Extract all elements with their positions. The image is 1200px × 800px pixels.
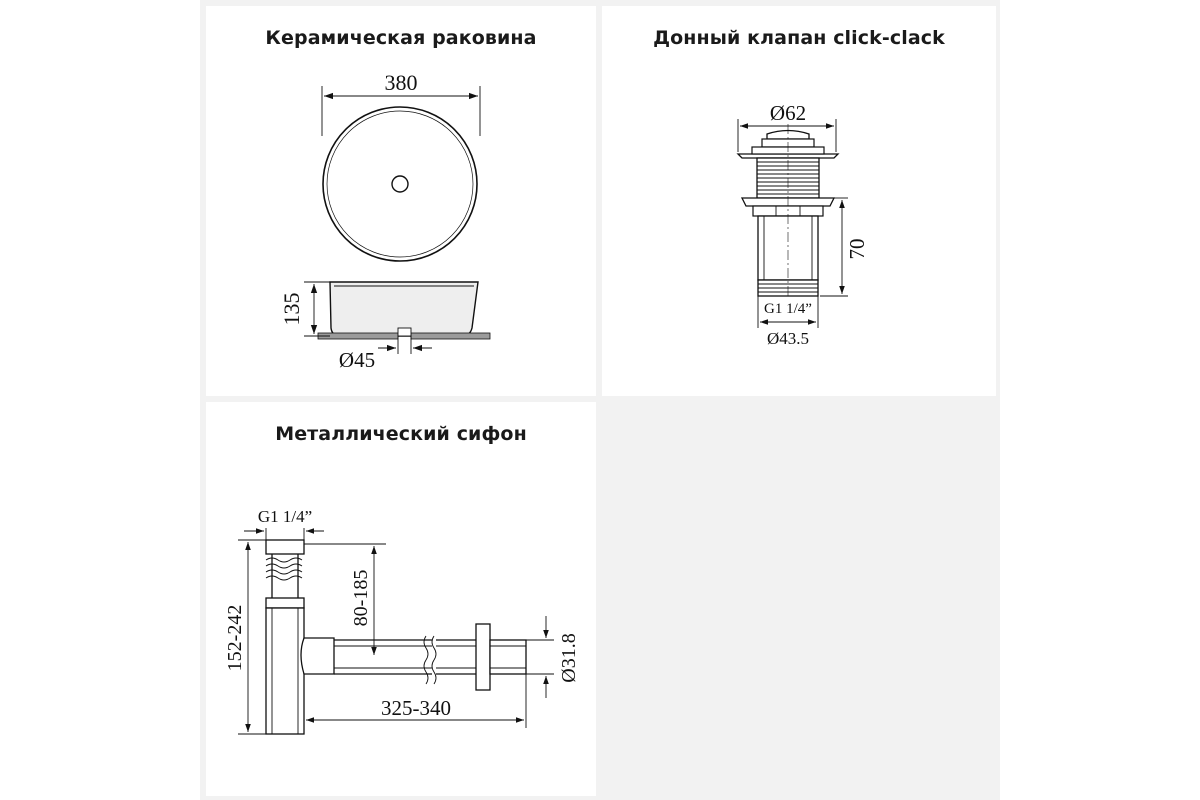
- valve-title: Донный клапан click-clack: [653, 27, 945, 49]
- valve-panel: Донный клапан click-clack Ø62: [602, 6, 996, 396]
- valve-cap-label: Ø62: [770, 101, 806, 125]
- valve-body: [736, 124, 840, 304]
- siphon-outlet-height-dimension: [304, 543, 386, 655]
- siphon-length-dimension: [306, 674, 527, 728]
- siphon-total-height-label: 152-242: [224, 605, 246, 672]
- siphon-drawing: G1 1/4”: [224, 507, 580, 735]
- valve-drawing: Ø62: [736, 101, 869, 348]
- siphon-thread-label: G1 1/4”: [258, 507, 312, 526]
- sink-width-dimension: [321, 86, 481, 136]
- sink-drain-label: Ø45: [339, 348, 375, 372]
- sink-drawing: 380 135 Ø45: [279, 70, 491, 372]
- sink-height-dimension: [304, 281, 330, 337]
- sink-drain-hole: [391, 175, 409, 193]
- siphon-length-label: 325-340: [381, 696, 451, 720]
- siphon-total-height-dimension: [238, 539, 266, 735]
- sink-top-view: [322, 106, 478, 262]
- siphon-thread-dimension: [244, 528, 324, 540]
- valve-bottom-label: Ø43.5: [767, 329, 809, 348]
- empty-panel: [602, 402, 996, 796]
- siphon-outlet-diameter-dimension: [526, 616, 554, 698]
- siphon-title: Металлический сифон: [275, 423, 527, 445]
- siphon-outlet-height-label: 80-185: [350, 570, 372, 627]
- valve-height-dimension: [820, 197, 848, 297]
- valve-height-label: 70: [845, 239, 869, 260]
- valve-cap-dimension: [737, 119, 837, 152]
- sink-counter-right: [410, 332, 491, 340]
- valve-bottom-dimension: [757, 296, 819, 328]
- sink-panel: Керамическая раковина 380: [206, 6, 596, 396]
- sink-height-label: 135: [279, 293, 304, 326]
- sink-drain-outlet: [397, 327, 412, 337]
- sink-drain-dimension: [378, 336, 432, 354]
- sink-width-label: 380: [385, 70, 418, 95]
- sink-side-view: [317, 281, 491, 340]
- valve-thread-label: G1 1/4”: [764, 301, 812, 317]
- siphon-outlet-diameter-label: Ø31.8: [558, 633, 580, 682]
- sink-title: Керамическая раковина: [265, 27, 537, 49]
- siphon-body: [265, 539, 527, 735]
- siphon-panel: Металлический сифон G1 1/4”: [206, 402, 596, 796]
